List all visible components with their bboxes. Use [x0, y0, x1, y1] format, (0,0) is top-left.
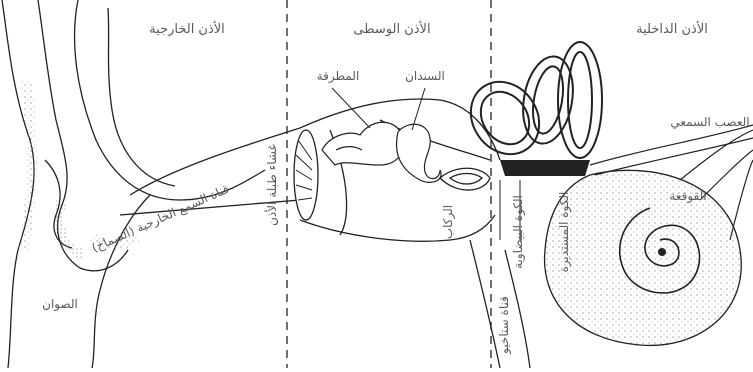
- label-pinna: الصوان: [42, 297, 78, 312]
- malleus-bone: [322, 122, 404, 165]
- label-round-window: الكوة المستديرة: [557, 192, 572, 273]
- label-incus: السندان: [405, 69, 445, 83]
- leader-malleus: [332, 88, 370, 128]
- label-eardrum: غشاء طبلة الأذن: [264, 144, 279, 226]
- stapes-bone: [440, 168, 490, 190]
- label-auditory-nerve: العصب السمعي: [670, 115, 749, 129]
- label-ear-canal: قناة السمع الخارجية (الصماخ): [90, 182, 232, 256]
- incus-bone: [397, 124, 442, 182]
- eardrum-shape: [294, 130, 318, 220]
- label-oval-window: الكوة البيضاوية: [511, 195, 526, 269]
- label-eustachian: قناة ستاخيو: [497, 296, 512, 355]
- section-title-outer: الأذن الخارجية: [149, 20, 225, 37]
- cochlea-shape: [545, 170, 742, 345]
- section-title-inner: الأذن الداخلية: [636, 20, 708, 37]
- label-malleus: المطرقة: [317, 69, 360, 84]
- vestibule: [500, 160, 590, 176]
- label-cochlea: القوقعة: [669, 189, 706, 204]
- semicircular-canals: [457, 42, 602, 167]
- leader-incus: [412, 88, 425, 130]
- label-stapes: الركاب: [441, 205, 456, 239]
- section-title-middle: الأذن الوسطى: [353, 20, 430, 37]
